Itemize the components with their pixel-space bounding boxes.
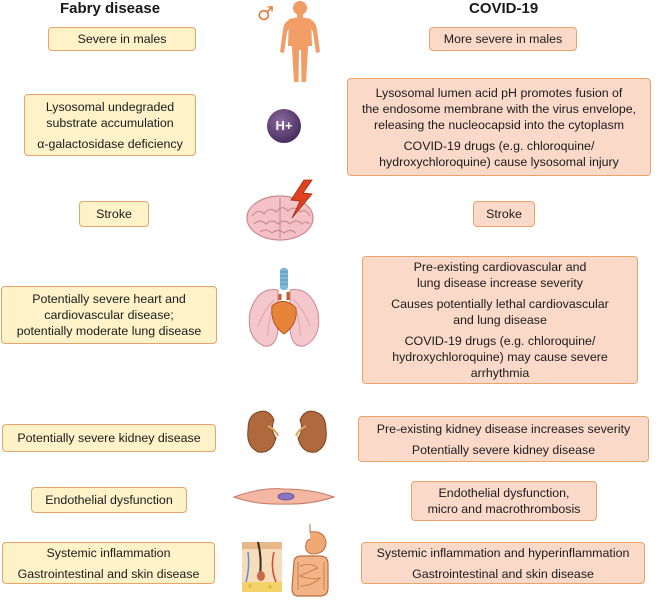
- covid-box-lysosome: Lysosomal lumen acid pH promotes fusion …: [347, 78, 651, 176]
- fabry-box-stroke: Stroke: [79, 201, 149, 227]
- text-line: Systemic inflammation and hyperinflammat…: [376, 545, 630, 560]
- text-line: Potentially severe kidney disease: [17, 431, 201, 445]
- text-line: Lysosomal lumen acid pH promotes fusion …: [375, 85, 623, 100]
- fabry-box-kidney: Potentially severe kidney disease: [2, 424, 216, 452]
- skin-section-icon: [242, 541, 282, 592]
- text-line: Gastrointestinal and skin disease: [17, 566, 200, 581]
- fabry-box-inflammation: Systemic inflammation Gastrointestinal a…: [2, 542, 215, 584]
- covid-box-kidney: Pre-existing kidney disease increases se…: [358, 416, 649, 462]
- fabry-header: Fabry disease: [60, 0, 161, 17]
- covid-box-males: More severe in males: [429, 27, 577, 51]
- covid-header: COVID-19: [469, 0, 539, 17]
- fabry-box-heart-lung: Potentially severe heart and cardiovascu…: [1, 286, 217, 344]
- text-line: Stroke: [96, 207, 132, 221]
- text-line: lung disease increase severity: [417, 276, 583, 290]
- text-line: potentially moderate lung disease: [16, 324, 202, 338]
- text-line: hydroxychloroquine) cause lysosomal inju…: [379, 154, 619, 169]
- text-line: Stroke: [486, 207, 522, 221]
- text-line: Lysosomal undegraded: [45, 99, 175, 114]
- kidneys-icon: [247, 410, 327, 453]
- covid-box-inflammation: Systemic inflammation and hyperinflammat…: [361, 542, 645, 584]
- text-line: Endothelial dysfunction: [45, 493, 173, 507]
- text-line: and lung disease: [453, 313, 547, 327]
- text-line: Systemic inflammation: [46, 545, 171, 560]
- proton-ion-label: H+: [275, 118, 293, 133]
- text-line: cardiovascular disease;: [44, 308, 174, 322]
- male-symbol-icon: ♂: [257, 3, 275, 25]
- text-line: COVID-19 drugs (e.g. chloroquine/: [403, 138, 595, 153]
- text-line: micro and macrothrombosis: [427, 502, 581, 516]
- proton-ion-icon: [267, 109, 301, 143]
- text-line: releasing the nucleocapsid into the cyto…: [373, 117, 625, 132]
- heart-lungs-icon: [248, 268, 320, 347]
- text-line: Severe in males: [77, 32, 167, 46]
- text-line: Endothelial dysfunction,: [438, 486, 570, 500]
- text-line: arrhythmia: [470, 366, 530, 380]
- fabry-box-males: Severe in males: [48, 27, 196, 51]
- text-line: Pre-existing kidney disease increases se…: [376, 421, 631, 436]
- text-line: More severe in males: [443, 32, 563, 46]
- covid-box-heart-lung: Pre-existing cardiovascular and lung dis…: [362, 256, 638, 384]
- text-line: Potentially severe heart and: [32, 292, 186, 306]
- text-line: the endosome membrane with the virus env…: [361, 101, 637, 116]
- digestive-system-icon: [291, 524, 329, 597]
- covid-box-endothelial: Endothelial dysfunction, micro and macro…: [411, 481, 597, 521]
- text-line: Causes potentially lethal cardiovascular: [391, 297, 609, 311]
- human-body-icon: [280, 1, 320, 82]
- fabry-box-lysosome: Lysosomal undegraded substrate accumulat…: [24, 94, 196, 156]
- text-line: hydroxychloroquine) may cause severe: [392, 350, 608, 364]
- text-line: Gastrointestinal and skin disease: [412, 566, 594, 581]
- covid-box-stroke: Stroke: [473, 201, 535, 227]
- text-line: Pre-existing cardiovascular and: [413, 260, 587, 274]
- text-line: COVID-19 drugs (e.g. chloroquine/: [404, 334, 596, 348]
- brain-lightning-icon: [246, 179, 314, 241]
- text-line: α-galactosidase deficiency: [37, 136, 183, 151]
- text-line: Potentially severe kidney disease: [411, 442, 596, 457]
- text-line: substrate accumulation: [46, 115, 174, 130]
- endothelial-cell-icon: [232, 488, 336, 505]
- fabry-box-endothelial: Endothelial dysfunction: [31, 487, 187, 513]
